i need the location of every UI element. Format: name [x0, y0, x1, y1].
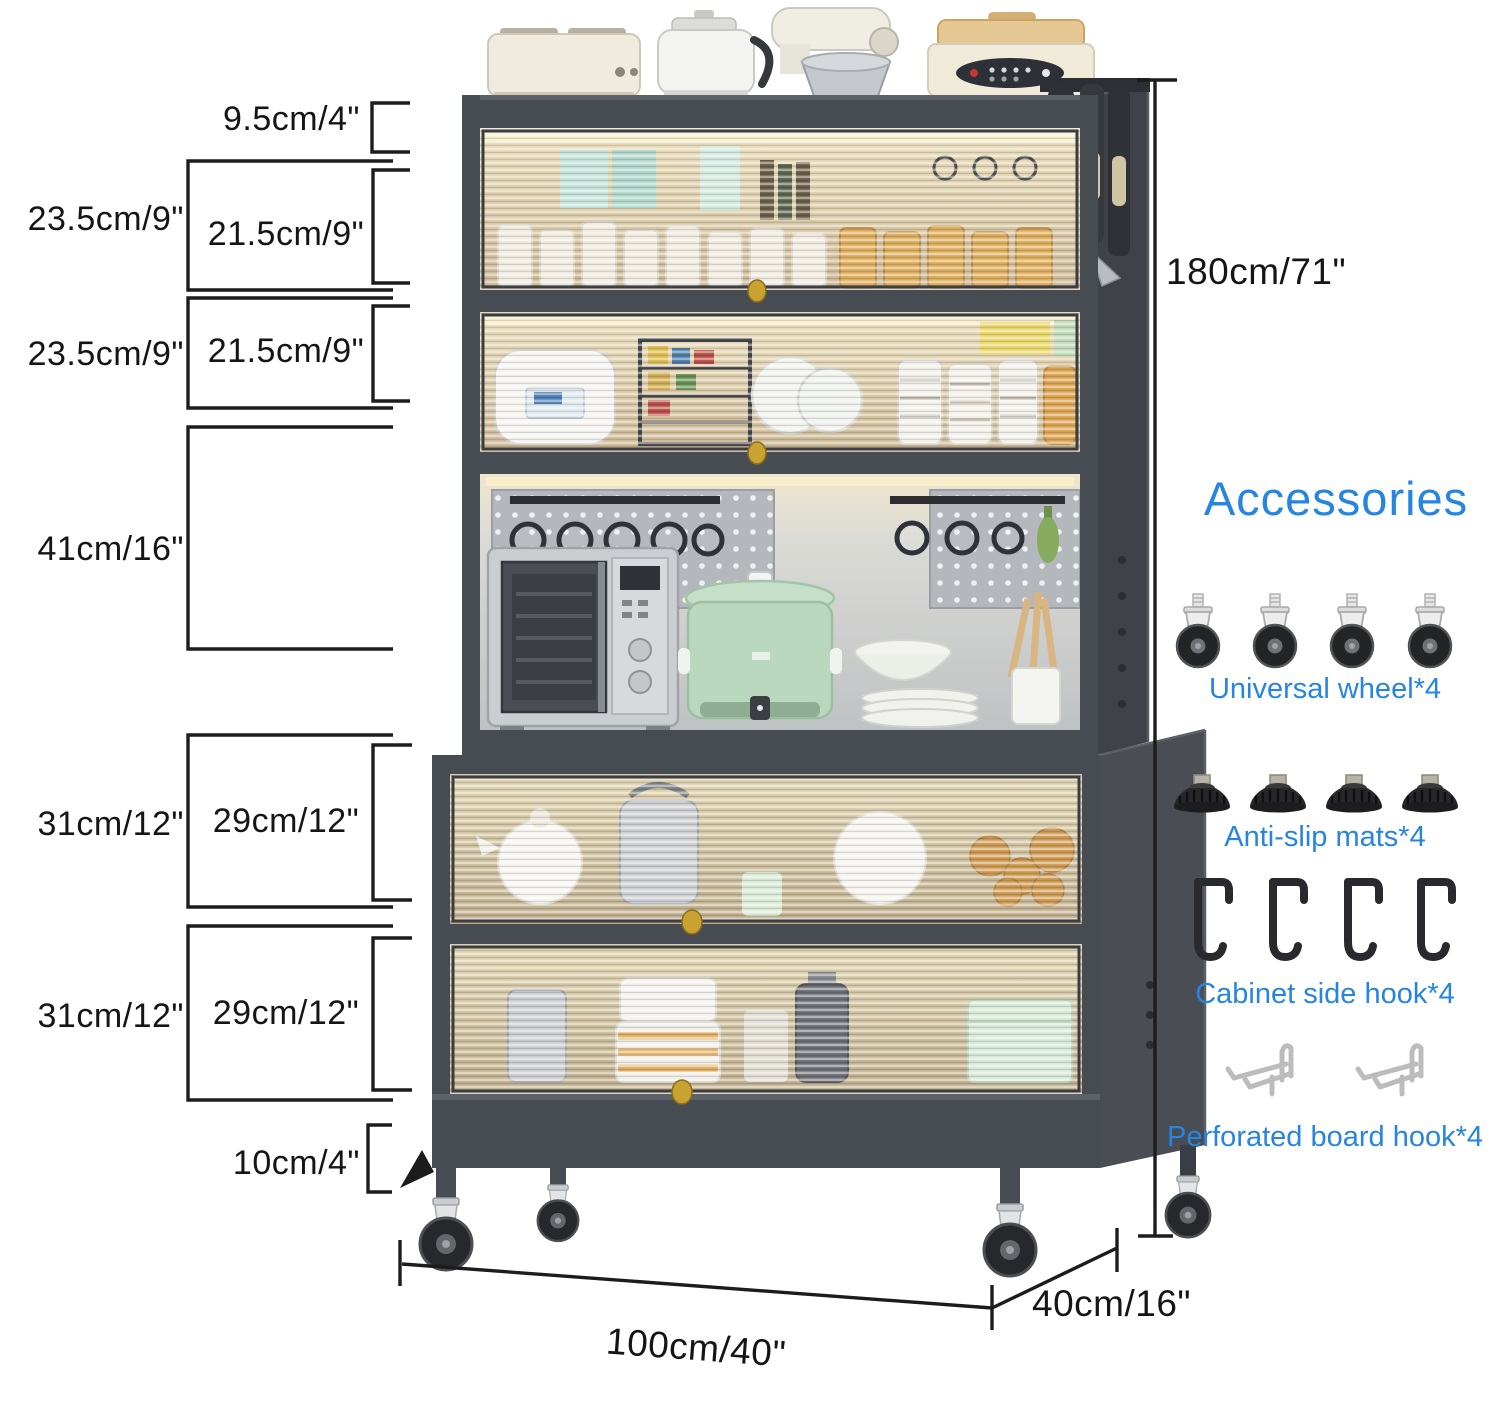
- toaster: [487, 28, 641, 98]
- perforated-board-hook-icons: [1228, 1046, 1421, 1094]
- open-shelf-section: [480, 474, 1081, 731]
- cabinet-side-hook-icons: [1198, 882, 1452, 957]
- door-knob: [671, 1079, 693, 1105]
- depth-dimension-line: [991, 1228, 1119, 1310]
- base-cabinet-door-2: [450, 944, 1082, 1094]
- kettle: [657, 10, 774, 96]
- box-section-3: [186, 425, 393, 651]
- microwave: [486, 546, 680, 731]
- steamer-pot: [678, 571, 842, 720]
- dim-section-1-inner: 21.5cm/9": [207, 215, 365, 253]
- cabinet-legs-and-wheels: [418, 1145, 1212, 1278]
- box-section-1: [186, 159, 393, 292]
- cabinet-illustration: [418, 7, 1212, 1278]
- dim-top-shelf-height: 9.5cm/4": [222, 100, 360, 138]
- accessory-label-universal-wheel: Universal wheel*4: [1208, 673, 1442, 705]
- accessory-label-cabinet-side-hook: Cabinet side hook*4: [1195, 978, 1455, 1010]
- bracket-section-4: [371, 743, 412, 902]
- dimension-lines: [186, 78, 1177, 1330]
- accessories-title: Accessories: [1203, 472, 1469, 525]
- dim-section-4-outer: 31cm/12": [37, 805, 184, 843]
- wheel-pointer-arrow: [400, 1150, 434, 1188]
- bracket-section-1: [371, 168, 410, 285]
- bracket-ground-clearance: [366, 1123, 392, 1194]
- universal-wheel-icons: [1175, 592, 1453, 669]
- bracket-section-5: [371, 936, 412, 1092]
- base-cabinet-door-1: [450, 774, 1082, 924]
- door-knob: [747, 441, 767, 465]
- anti-slip-mat-icons: [1172, 773, 1460, 814]
- door-knob: [681, 909, 703, 935]
- dim-section-5-outer: 31cm/12": [37, 997, 184, 1035]
- upper-compartment-1: [480, 128, 1080, 290]
- dish-stack: [854, 591, 1061, 728]
- bracket-top-shelf: [370, 101, 410, 154]
- upper-compartment-2: [480, 312, 1080, 452]
- dim-section-2-outer: 23.5cm/9": [27, 335, 184, 373]
- bracket-section-2: [371, 304, 410, 403]
- dim-depth: 40cm/16": [1032, 1283, 1192, 1324]
- dim-section-4-inner: 29cm/12": [212, 802, 360, 840]
- dim-section-3-outer: 41cm/16": [37, 530, 184, 568]
- box-section-2: [186, 296, 393, 410]
- dim-ground-clearance: 10cm/4": [232, 1144, 360, 1182]
- box-section-4: [186, 733, 393, 909]
- dim-total-height: 180cm/71": [1166, 251, 1347, 292]
- width-dimension-line: [398, 1240, 994, 1330]
- door-knob: [747, 279, 767, 303]
- box-section-5: [186, 924, 393, 1102]
- dim-section-2-inner: 21.5cm/9": [207, 332, 365, 370]
- dim-section-5-inner: 29cm/12": [212, 994, 360, 1032]
- cabinet-frame: [432, 95, 1100, 1168]
- dim-section-1-outer: 23.5cm/9": [27, 200, 184, 238]
- accessory-label-perforated-board-hook: Perforated board hook*4: [1167, 1121, 1483, 1153]
- top-appliances: [487, 7, 1095, 98]
- stand-mixer: [771, 7, 899, 97]
- height-dimension-line: [1137, 78, 1177, 1238]
- accessory-label-anti-slip-mat: Anti-slip mats*4: [1224, 821, 1426, 853]
